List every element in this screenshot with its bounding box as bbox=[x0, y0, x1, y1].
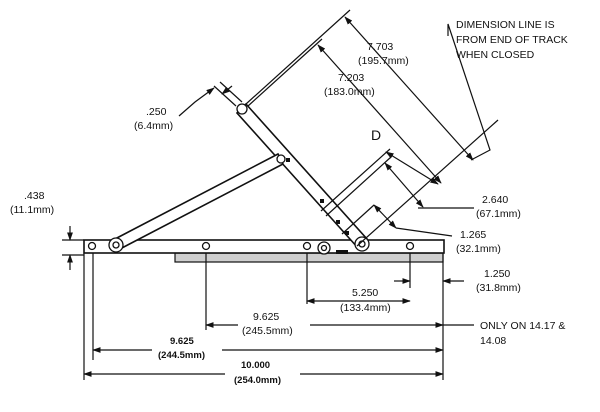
dim-5250-mm: (133.4mm) bbox=[340, 302, 391, 314]
dim-1250-in: 1.250 bbox=[484, 268, 510, 280]
only-note-line-1: ONLY ON 14.17 & bbox=[480, 320, 565, 332]
ext-7203-top bbox=[247, 38, 323, 107]
slider-shoe-inner bbox=[320, 244, 328, 252]
dim-7203-mm: (183.0mm) bbox=[324, 86, 375, 98]
dim-250-in: .250 bbox=[146, 106, 167, 118]
dim-7703-mm: (195.7mm) bbox=[358, 55, 409, 67]
pivot-stay-base-inner bbox=[112, 241, 120, 249]
dim-1265 bbox=[373, 204, 397, 229]
note-line-1: DIMENSION LINE IS bbox=[456, 19, 555, 31]
track-screw-1 bbox=[87, 241, 97, 251]
leader-1265 bbox=[395, 227, 453, 237]
ext-2640-left bbox=[325, 156, 392, 217]
dim-250-mm: (6.4mm) bbox=[134, 120, 173, 132]
rivet-3 bbox=[336, 220, 340, 224]
hinge-assembly bbox=[83, 102, 445, 360]
dim-D-label: D bbox=[371, 127, 381, 143]
pivot-stay-arm bbox=[276, 154, 286, 164]
dimension-lines bbox=[62, 9, 499, 380]
base-track bbox=[83, 239, 445, 254]
note-line-2: FROM END OF TRACK bbox=[456, 34, 568, 46]
dim-5250-in: 5.250 bbox=[352, 287, 378, 299]
leader-250 bbox=[178, 87, 215, 117]
track-screw-3 bbox=[302, 241, 312, 251]
dim-9625a-in: 9.625 bbox=[253, 311, 279, 323]
pivot-arm-top bbox=[236, 103, 248, 115]
note-line-3: WHEN CLOSED bbox=[456, 49, 535, 61]
dim-438-in: .438 bbox=[24, 190, 45, 202]
ext-7703-top bbox=[245, 9, 351, 105]
stay-arm bbox=[111, 152, 285, 252]
dim-1250-mm: (31.8mm) bbox=[476, 282, 521, 294]
dim-9625a-mm: (245.5mm) bbox=[242, 325, 293, 337]
dim-10000-in: 10.000 bbox=[241, 360, 270, 371]
track-screw-2 bbox=[201, 241, 211, 251]
note-leader bbox=[447, 23, 491, 161]
dim-7203-in: 7.203 bbox=[338, 72, 364, 84]
ext-250-b bbox=[219, 81, 243, 103]
only-note-line-2: 14.08 bbox=[480, 335, 506, 347]
rivet-2 bbox=[320, 199, 324, 203]
frame-profile bbox=[174, 252, 444, 263]
dim-9625b-mm: (244.5mm) bbox=[158, 350, 205, 361]
dim-1265-in: 1.265 bbox=[460, 229, 486, 241]
dim-2640-in: 2.640 bbox=[482, 194, 508, 206]
ext-1265-left bbox=[341, 204, 375, 235]
dim-7703-in: 7.703 bbox=[367, 41, 393, 53]
dim-10000-mm: (254.0mm) bbox=[234, 375, 281, 386]
dim-9625b-in: 9.625 bbox=[170, 336, 194, 347]
labels: DIMENSION LINE IS FROM END OF TRACK WHEN… bbox=[10, 19, 568, 386]
dim-438-mm: (11.1mm) bbox=[10, 204, 54, 216]
track-stop bbox=[336, 250, 348, 254]
dim-2640-mm: (67.1mm) bbox=[476, 208, 521, 220]
dim-D bbox=[385, 151, 439, 185]
dim-1265-mm: (32.1mm) bbox=[456, 243, 501, 255]
rivet-1 bbox=[286, 158, 290, 162]
ext-D-left bbox=[320, 148, 391, 212]
arrow-250-out bbox=[221, 85, 233, 95]
rivet-4 bbox=[345, 231, 349, 235]
dim-2640 bbox=[384, 162, 424, 208]
track-screw-4 bbox=[405, 241, 415, 251]
ext-250-a bbox=[213, 85, 237, 107]
